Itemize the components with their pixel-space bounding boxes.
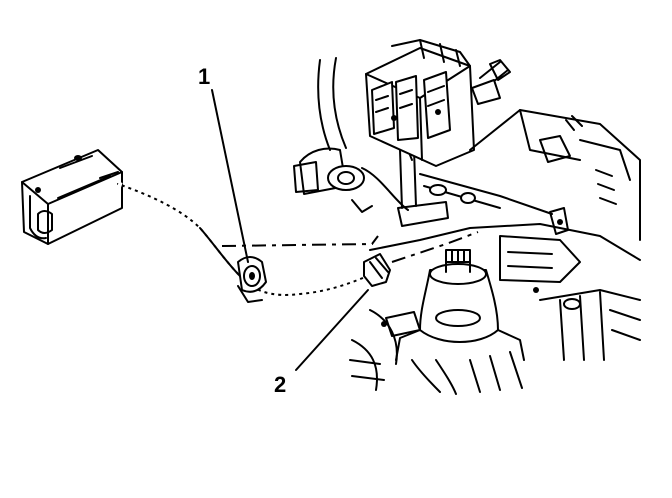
locator-lines: [221, 231, 479, 263]
engine-assembly: [293, 39, 641, 395]
leader-lines: [211, 89, 369, 371]
harness-connector: [363, 253, 391, 287]
harness-clip: [237, 256, 267, 303]
mounting-bracket: [21, 149, 123, 245]
callout-1-label: 1: [198, 64, 210, 89]
callout-2-label: 2: [274, 372, 286, 397]
